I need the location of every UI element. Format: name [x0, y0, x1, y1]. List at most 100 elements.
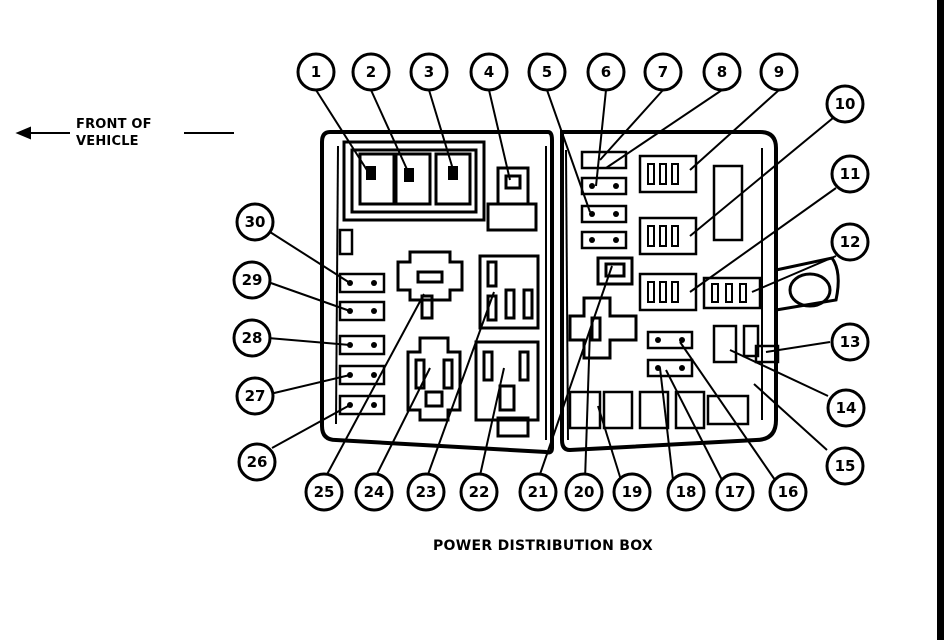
callout-number-1: 1 — [311, 63, 321, 81]
callout-number-12: 12 — [840, 233, 861, 251]
callout-circle-3 — [409, 52, 449, 92]
callout-circle-28 — [232, 318, 272, 358]
callout-11: 11 — [830, 154, 870, 194]
callout-number-28: 28 — [242, 329, 263, 347]
callout-circle-24 — [354, 472, 394, 512]
callout-number-13: 13 — [840, 333, 861, 351]
callout-9: 9 — [759, 52, 799, 92]
callout-circle-2 — [351, 52, 391, 92]
callout-number-7: 7 — [658, 63, 668, 81]
callout-number-16: 16 — [778, 483, 799, 501]
box-housing — [320, 130, 778, 455]
relay-socket-23 — [478, 254, 540, 330]
callout-18: 18 — [666, 472, 706, 512]
callout-2: 2 — [351, 52, 391, 92]
callout-circle-7 — [643, 52, 683, 92]
callout-5: 5 — [527, 52, 567, 92]
callout-number-9: 9 — [774, 63, 784, 81]
callout-circle-16 — [768, 472, 808, 512]
callout-26: 26 — [237, 442, 277, 482]
callout-1: 1 — [296, 52, 336, 92]
callout-circle-22 — [459, 472, 499, 512]
callout-4: 4 — [469, 52, 509, 92]
callout-number-25: 25 — [314, 483, 335, 501]
callout-8: 8 — [702, 52, 742, 92]
callout-24: 24 — [354, 472, 394, 512]
diagram-caption: POWER DISTRIBUTION BOX — [433, 538, 654, 554]
callout-10: 10 — [825, 84, 865, 124]
image-edge-bar — [937, 0, 944, 640]
callout-circle-25 — [304, 472, 344, 512]
callout-number-2: 2 — [366, 63, 376, 81]
callout-circle-30 — [235, 202, 275, 242]
callout-number-15: 15 — [835, 457, 856, 475]
callout-number-14: 14 — [836, 399, 857, 417]
callout-23: 23 — [406, 472, 446, 512]
callout-circle-26 — [237, 442, 277, 482]
callout-number-17: 17 — [725, 483, 746, 501]
callout-number-3: 3 — [424, 63, 434, 81]
callout-circle-19 — [612, 472, 652, 512]
relay-windows — [366, 166, 458, 182]
callout-circle-20 — [564, 472, 604, 512]
callout-number-10: 10 — [835, 95, 856, 113]
callout-circle-9 — [759, 52, 799, 92]
front-label-line2: VEHICLE — [76, 134, 139, 149]
connector-4 — [486, 166, 538, 232]
callout-circle-10 — [825, 84, 865, 124]
callout-25: 25 — [304, 472, 344, 512]
callout-circle-27 — [235, 376, 275, 416]
callout-circle-12 — [830, 222, 870, 262]
callout-circle-15 — [825, 446, 865, 486]
callout-number-24: 24 — [364, 483, 385, 501]
relay-socket-25 — [396, 250, 464, 320]
callout-14: 14 — [826, 388, 866, 428]
relay-bank-top — [342, 140, 486, 222]
callout-13: 13 — [830, 322, 870, 362]
callout-circle-6 — [586, 52, 626, 92]
connector-21 — [596, 256, 634, 286]
callout-15: 15 — [825, 446, 865, 486]
lower-right-terminals — [655, 337, 685, 371]
callout-circle-8 — [702, 52, 742, 92]
right-relay-pins — [647, 163, 747, 303]
callout-3: 3 — [409, 52, 449, 92]
front-of-vehicle-label: FRONT OF VEHICLE — [76, 116, 152, 150]
front-label-line1: FRONT OF — [76, 117, 152, 132]
callout-number-8: 8 — [717, 63, 727, 81]
callout-27: 27 — [235, 376, 275, 416]
mounting-tab — [775, 256, 840, 312]
box-inner-walls — [335, 145, 763, 441]
callout-21: 21 — [518, 472, 558, 512]
right-fuse-group — [580, 150, 628, 250]
callout-circle-17 — [715, 472, 755, 512]
callout-30: 30 — [235, 202, 275, 242]
callout-7: 7 — [643, 52, 683, 92]
callout-17: 17 — [715, 472, 755, 512]
callout-circle-21 — [518, 472, 558, 512]
right-relay-sockets — [638, 154, 762, 312]
callout-number-21: 21 — [528, 483, 549, 501]
right-fuse-terminals — [589, 183, 619, 243]
callout-number-20: 20 — [574, 483, 595, 501]
callout-19: 19 — [612, 472, 652, 512]
callout-6: 6 — [586, 52, 626, 92]
callout-16: 16 — [768, 472, 808, 512]
lower-right-components — [568, 324, 780, 430]
left-fuse-column — [338, 228, 386, 416]
callout-circle-14 — [826, 388, 866, 428]
callout-number-18: 18 — [676, 483, 697, 501]
callout-number-19: 19 — [622, 483, 643, 501]
connector-20 — [568, 296, 638, 360]
callout-number-26: 26 — [247, 453, 268, 471]
front-arrow — [15, 126, 234, 140]
callout-12: 12 — [830, 222, 870, 262]
callout-number-5: 5 — [542, 63, 552, 81]
callout-number-29: 29 — [242, 271, 263, 289]
callout-circle-13 — [830, 322, 870, 362]
callout-20: 20 — [564, 472, 604, 512]
callout-number-30: 30 — [245, 213, 266, 231]
callout-number-22: 22 — [469, 483, 490, 501]
